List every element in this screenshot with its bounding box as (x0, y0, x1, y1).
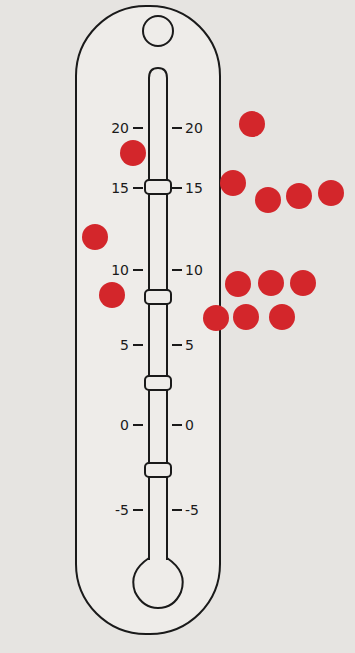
scale-number: 20 (185, 121, 203, 135)
scale-ticks (133, 128, 182, 510)
thermometer-board (76, 6, 220, 634)
red-dots (82, 111, 344, 331)
scale-number: 15 (185, 181, 203, 195)
scale-number: -5 (115, 503, 129, 517)
scale-number: 20 (111, 121, 129, 135)
hanging-hole (143, 16, 173, 46)
scale-number: 0 (120, 418, 129, 432)
tube-rings (145, 180, 171, 477)
scale-number: -5 (185, 503, 199, 517)
scale-number: 0 (185, 418, 194, 432)
scale-number: 10 (185, 263, 203, 277)
bulb (133, 558, 183, 608)
scale-number: 10 (111, 263, 129, 277)
scale-number: 5 (185, 338, 194, 352)
tube (149, 68, 167, 560)
scale-number: 15 (111, 181, 129, 195)
scale-number: 5 (120, 338, 129, 352)
